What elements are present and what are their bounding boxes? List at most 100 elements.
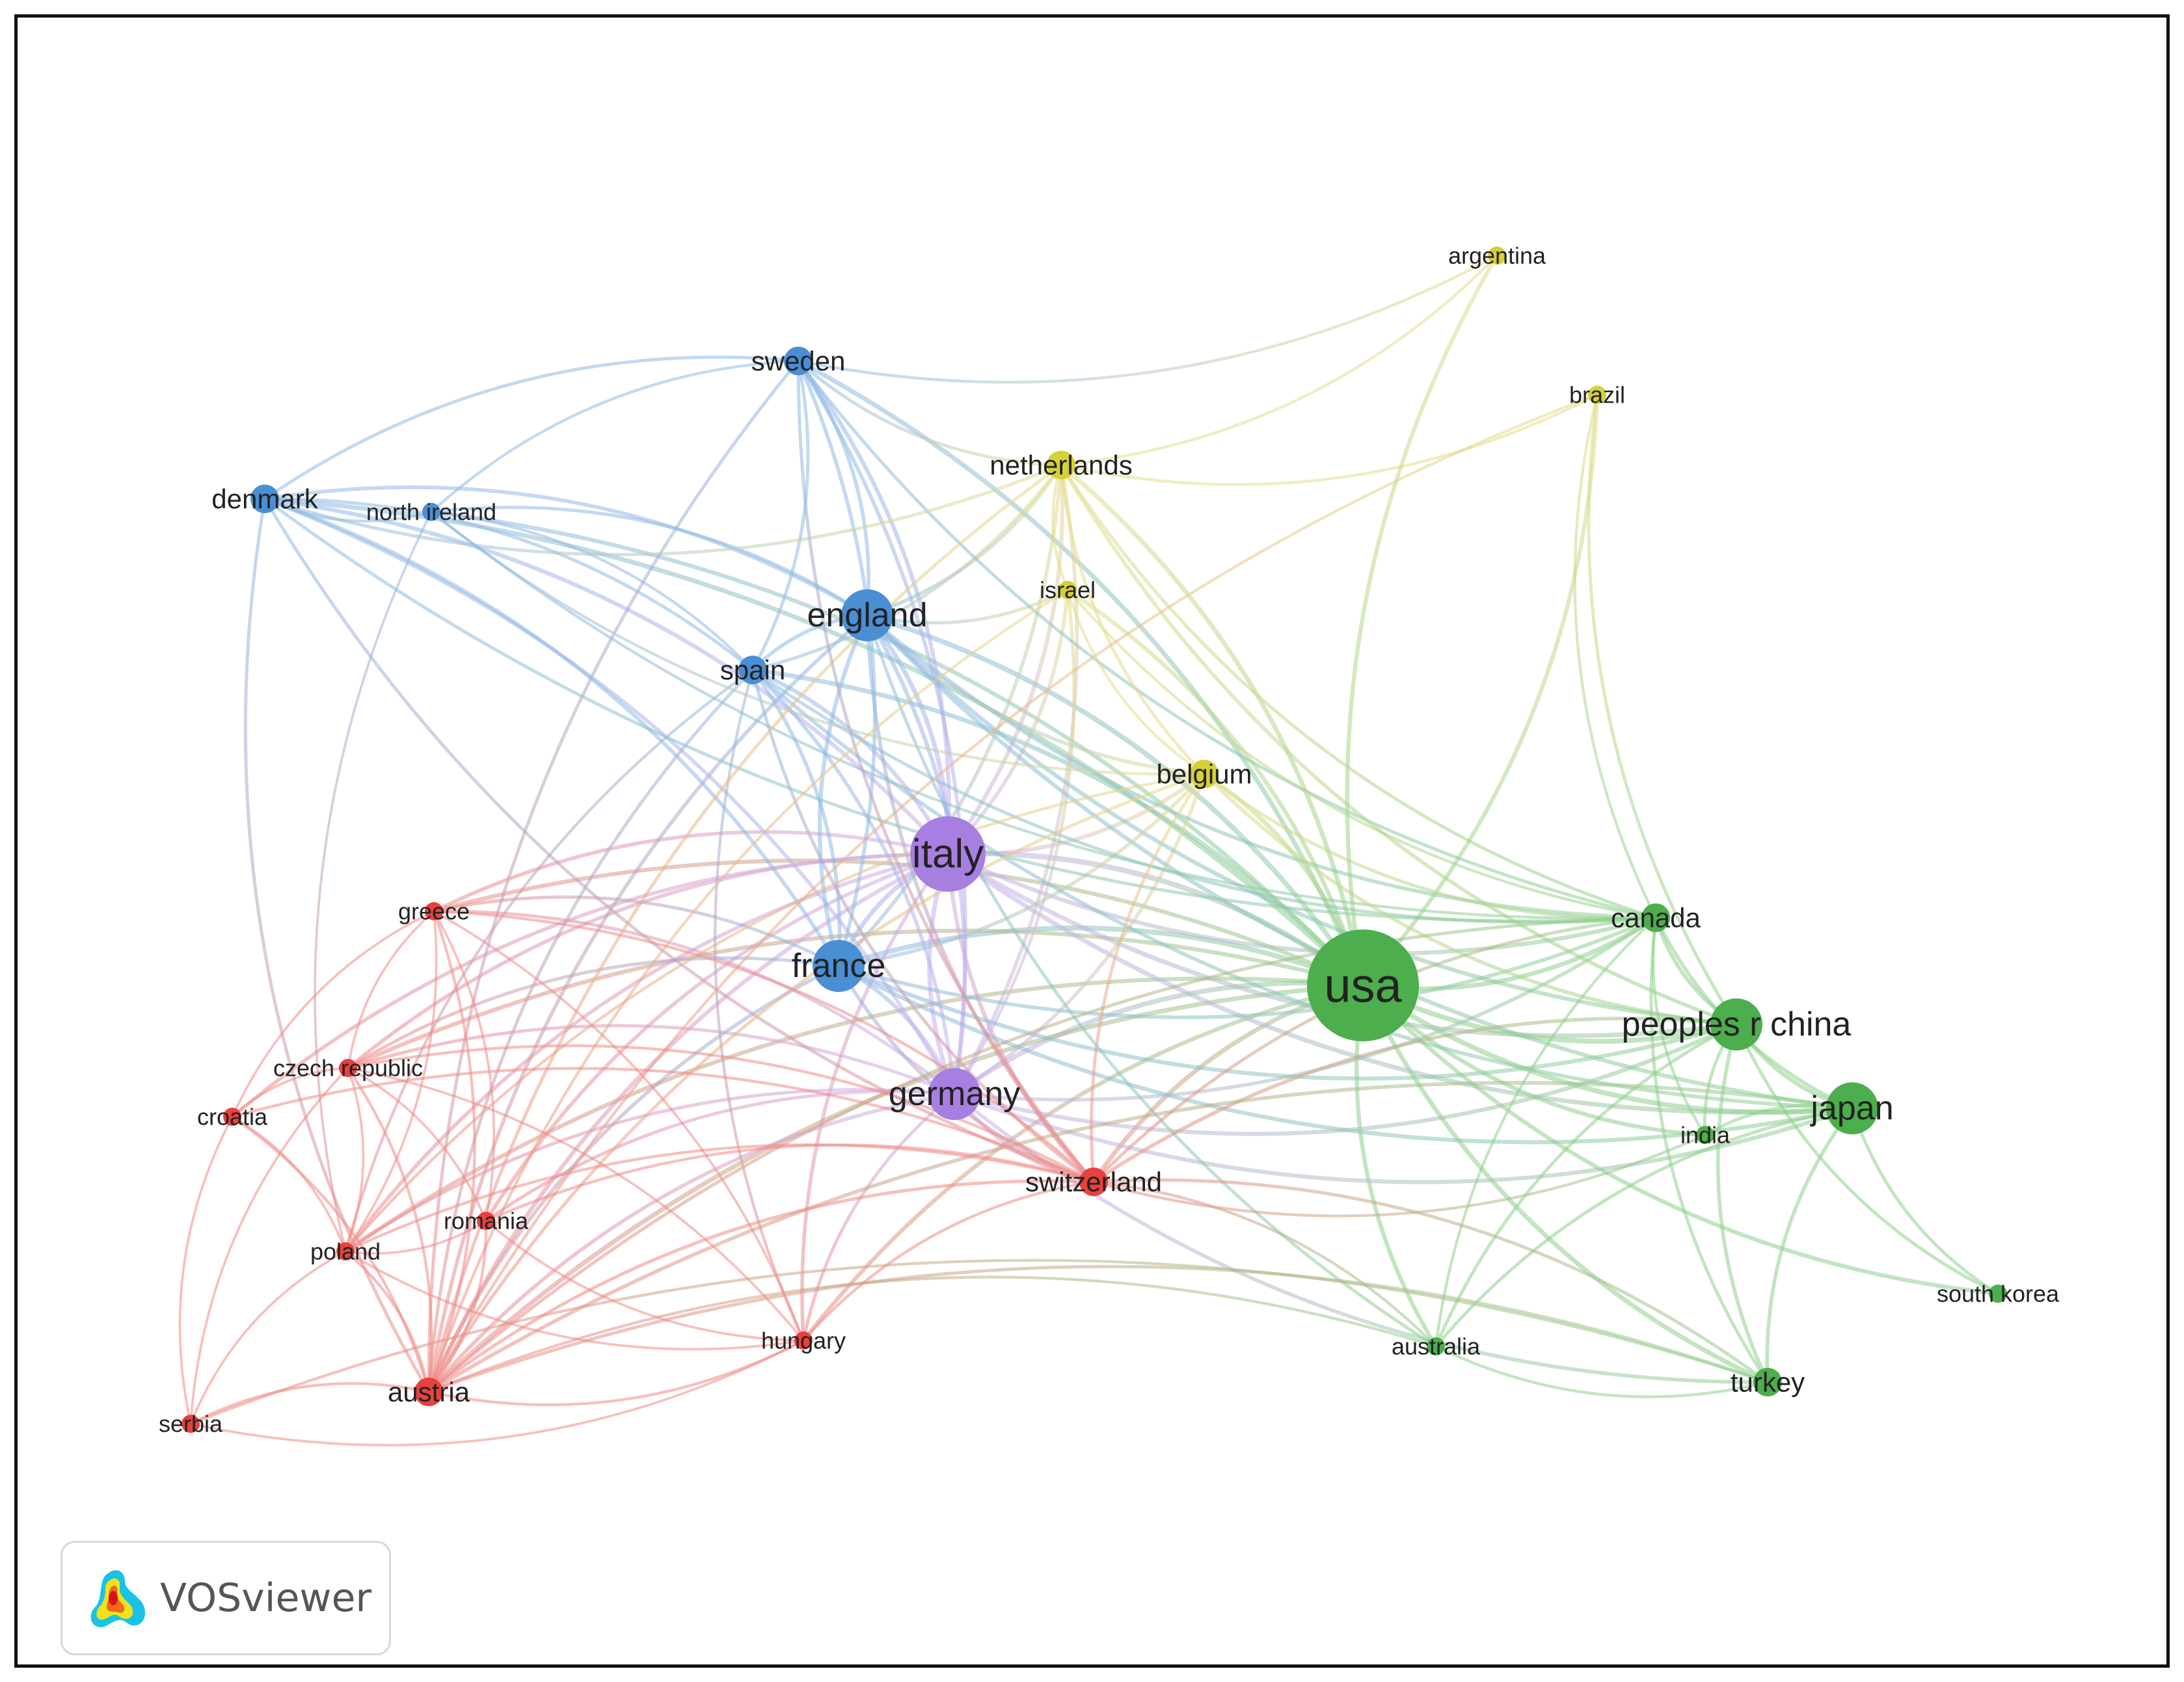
edge-israel-canada — [1066, 589, 1656, 920]
edge-usa-denmark — [264, 496, 1365, 987]
node-layer — [182, 247, 2007, 1433]
logo-text: VOSviewer — [160, 1575, 372, 1621]
node-label-croatia[interactable]: croatia — [197, 1104, 268, 1130]
node-label-poland[interactable]: poland — [310, 1238, 381, 1265]
node-label-greece[interactable]: greece — [398, 898, 470, 925]
node-switzerland[interactable] — [1079, 1168, 1108, 1196]
node-austria[interactable] — [414, 1378, 443, 1406]
node-label-austria[interactable]: austria — [388, 1377, 470, 1408]
edge-italy-romania — [484, 852, 949, 1222]
node-north_ireland[interactable] — [422, 503, 440, 521]
node-label-usa[interactable]: usa — [1324, 959, 1402, 1013]
edge-netherlands-argentina — [1060, 254, 1498, 467]
edge-switzerland-croatia — [232, 1067, 1094, 1183]
edge-france-belgium — [838, 773, 1206, 968]
node-romania[interactable] — [477, 1212, 495, 1230]
edge-england-denmark — [264, 485, 869, 617]
edge-australia-switzerland — [1093, 1180, 1437, 1348]
edge-belgium-poland — [344, 772, 1205, 1253]
node-label-china[interactable]: peoples r china — [1622, 1006, 1852, 1043]
node-label-japan[interactable]: japan — [1809, 1089, 1893, 1127]
edge-england-belgium — [866, 614, 1205, 776]
edge-belgium-china — [1203, 773, 1737, 1026]
edge-canada-australia — [1434, 916, 1657, 1347]
node-label-india[interactable]: india — [1680, 1122, 1731, 1149]
edge-sweden-canada — [797, 360, 1656, 920]
node-label-romania[interactable]: romania — [444, 1208, 529, 1235]
node-australia[interactable] — [1427, 1337, 1445, 1355]
node-label-spain[interactable]: spain — [720, 655, 785, 686]
edge-denmark-switzerland — [263, 498, 1094, 1184]
node-label-germany[interactable]: germany — [889, 1075, 1020, 1113]
edge-china-switzerland — [1092, 1017, 1737, 1184]
node-label-israel[interactable]: israel — [1040, 577, 1096, 604]
node-netherlands[interactable] — [1047, 451, 1075, 479]
node-label-australia[interactable]: australia — [1392, 1333, 1481, 1360]
node-label-south_korea[interactable]: south korea — [1937, 1281, 2060, 1307]
network-map[interactable]: usa italy germany england france spain sweden d… — [18, 18, 2166, 1664]
edge-england-france — [817, 614, 869, 967]
node-italy[interactable] — [910, 816, 986, 892]
node-label-brazil[interactable]: brazil — [1569, 382, 1625, 408]
node-label-netherlands[interactable]: netherlands — [990, 450, 1133, 481]
edge-hungary-czech_republic — [347, 1067, 805, 1342]
node-turkey[interactable] — [1753, 1368, 1782, 1396]
edge-poland-romania — [345, 1220, 487, 1255]
node-label-hungary[interactable]: hungary — [761, 1328, 846, 1354]
node-serbia[interactable] — [182, 1415, 200, 1433]
node-usa[interactable] — [1307, 929, 1419, 1041]
node-label-switzerland[interactable]: switzerland — [1025, 1167, 1162, 1197]
node-croatia[interactable] — [223, 1108, 241, 1126]
node-label-france[interactable]: france — [792, 947, 886, 985]
node-poland[interactable] — [336, 1242, 355, 1261]
node-sweden[interactable] — [784, 347, 813, 375]
node-label-canada[interactable]: canada — [1611, 903, 1701, 933]
edge-greece-croatia — [231, 910, 435, 1117]
edge-romania-greece — [433, 911, 496, 1221]
edge-spain-poland — [344, 669, 754, 1252]
node-germany[interactable] — [928, 1068, 980, 1120]
node-south_korea[interactable] — [1989, 1285, 2007, 1303]
edge-france-china — [837, 964, 1737, 1081]
node-canada[interactable] — [1641, 903, 1670, 932]
node-brazil[interactable] — [1588, 386, 1606, 404]
edge-spain-japan — [751, 668, 1853, 1110]
node-label-czech_republic[interactable]: czech republic — [273, 1055, 423, 1082]
node-label-turkey[interactable]: turkey — [1731, 1367, 1805, 1398]
node-label-argentina[interactable]: argentina — [1448, 243, 1546, 269]
node-label-england[interactable]: england — [807, 596, 927, 634]
node-china[interactable] — [1710, 998, 1762, 1050]
node-label-belgium[interactable]: belgium — [1156, 759, 1252, 790]
node-england[interactable] — [841, 589, 893, 641]
node-israel[interactable] — [1058, 581, 1077, 599]
edge-spain-north_ireland — [431, 510, 754, 671]
node-label-denmark[interactable]: denmark — [211, 484, 318, 514]
edge-sweden-netherlands — [797, 360, 1062, 467]
node-japan[interactable] — [1826, 1082, 1878, 1134]
edge-switzerland-india — [1093, 1134, 1706, 1218]
node-label-serbia[interactable]: serbia — [159, 1411, 223, 1437]
node-label-sweden[interactable]: sweden — [751, 346, 846, 377]
label-layer: usa italy germany england france spain sweden d… — [159, 243, 2060, 1437]
node-hungary[interactable] — [794, 1331, 813, 1350]
edge-poland-czech_republic — [344, 1067, 365, 1252]
edge-austria-greece — [427, 911, 476, 1393]
node-india[interactable] — [1696, 1126, 1714, 1144]
node-greece[interactable] — [425, 902, 443, 920]
edge-poland-greece — [344, 911, 438, 1253]
node-spain[interactable] — [738, 656, 767, 684]
edge-poland-serbia — [189, 1250, 346, 1424]
network-frame: usa italy germany england france spain sweden d… — [14, 14, 2170, 1668]
node-czech_republic[interactable] — [339, 1059, 357, 1077]
node-label-north_ireland[interactable]: north ireland — [366, 499, 496, 526]
node-denmark[interactable] — [250, 485, 279, 513]
node-argentina[interactable] — [1488, 247, 1506, 265]
node-belgium[interactable] — [1190, 760, 1219, 788]
node-france[interactable] — [813, 940, 865, 992]
node-label-italy[interactable]: italy — [912, 832, 984, 877]
edge-usa-south_korea — [1361, 983, 1999, 1296]
edge-usa-north_ireland — [431, 509, 1365, 987]
edge-austria-czech_republic — [347, 1067, 433, 1393]
edge-romania-hungary — [485, 1220, 804, 1342]
edge-croatia-serbia — [178, 1116, 234, 1424]
